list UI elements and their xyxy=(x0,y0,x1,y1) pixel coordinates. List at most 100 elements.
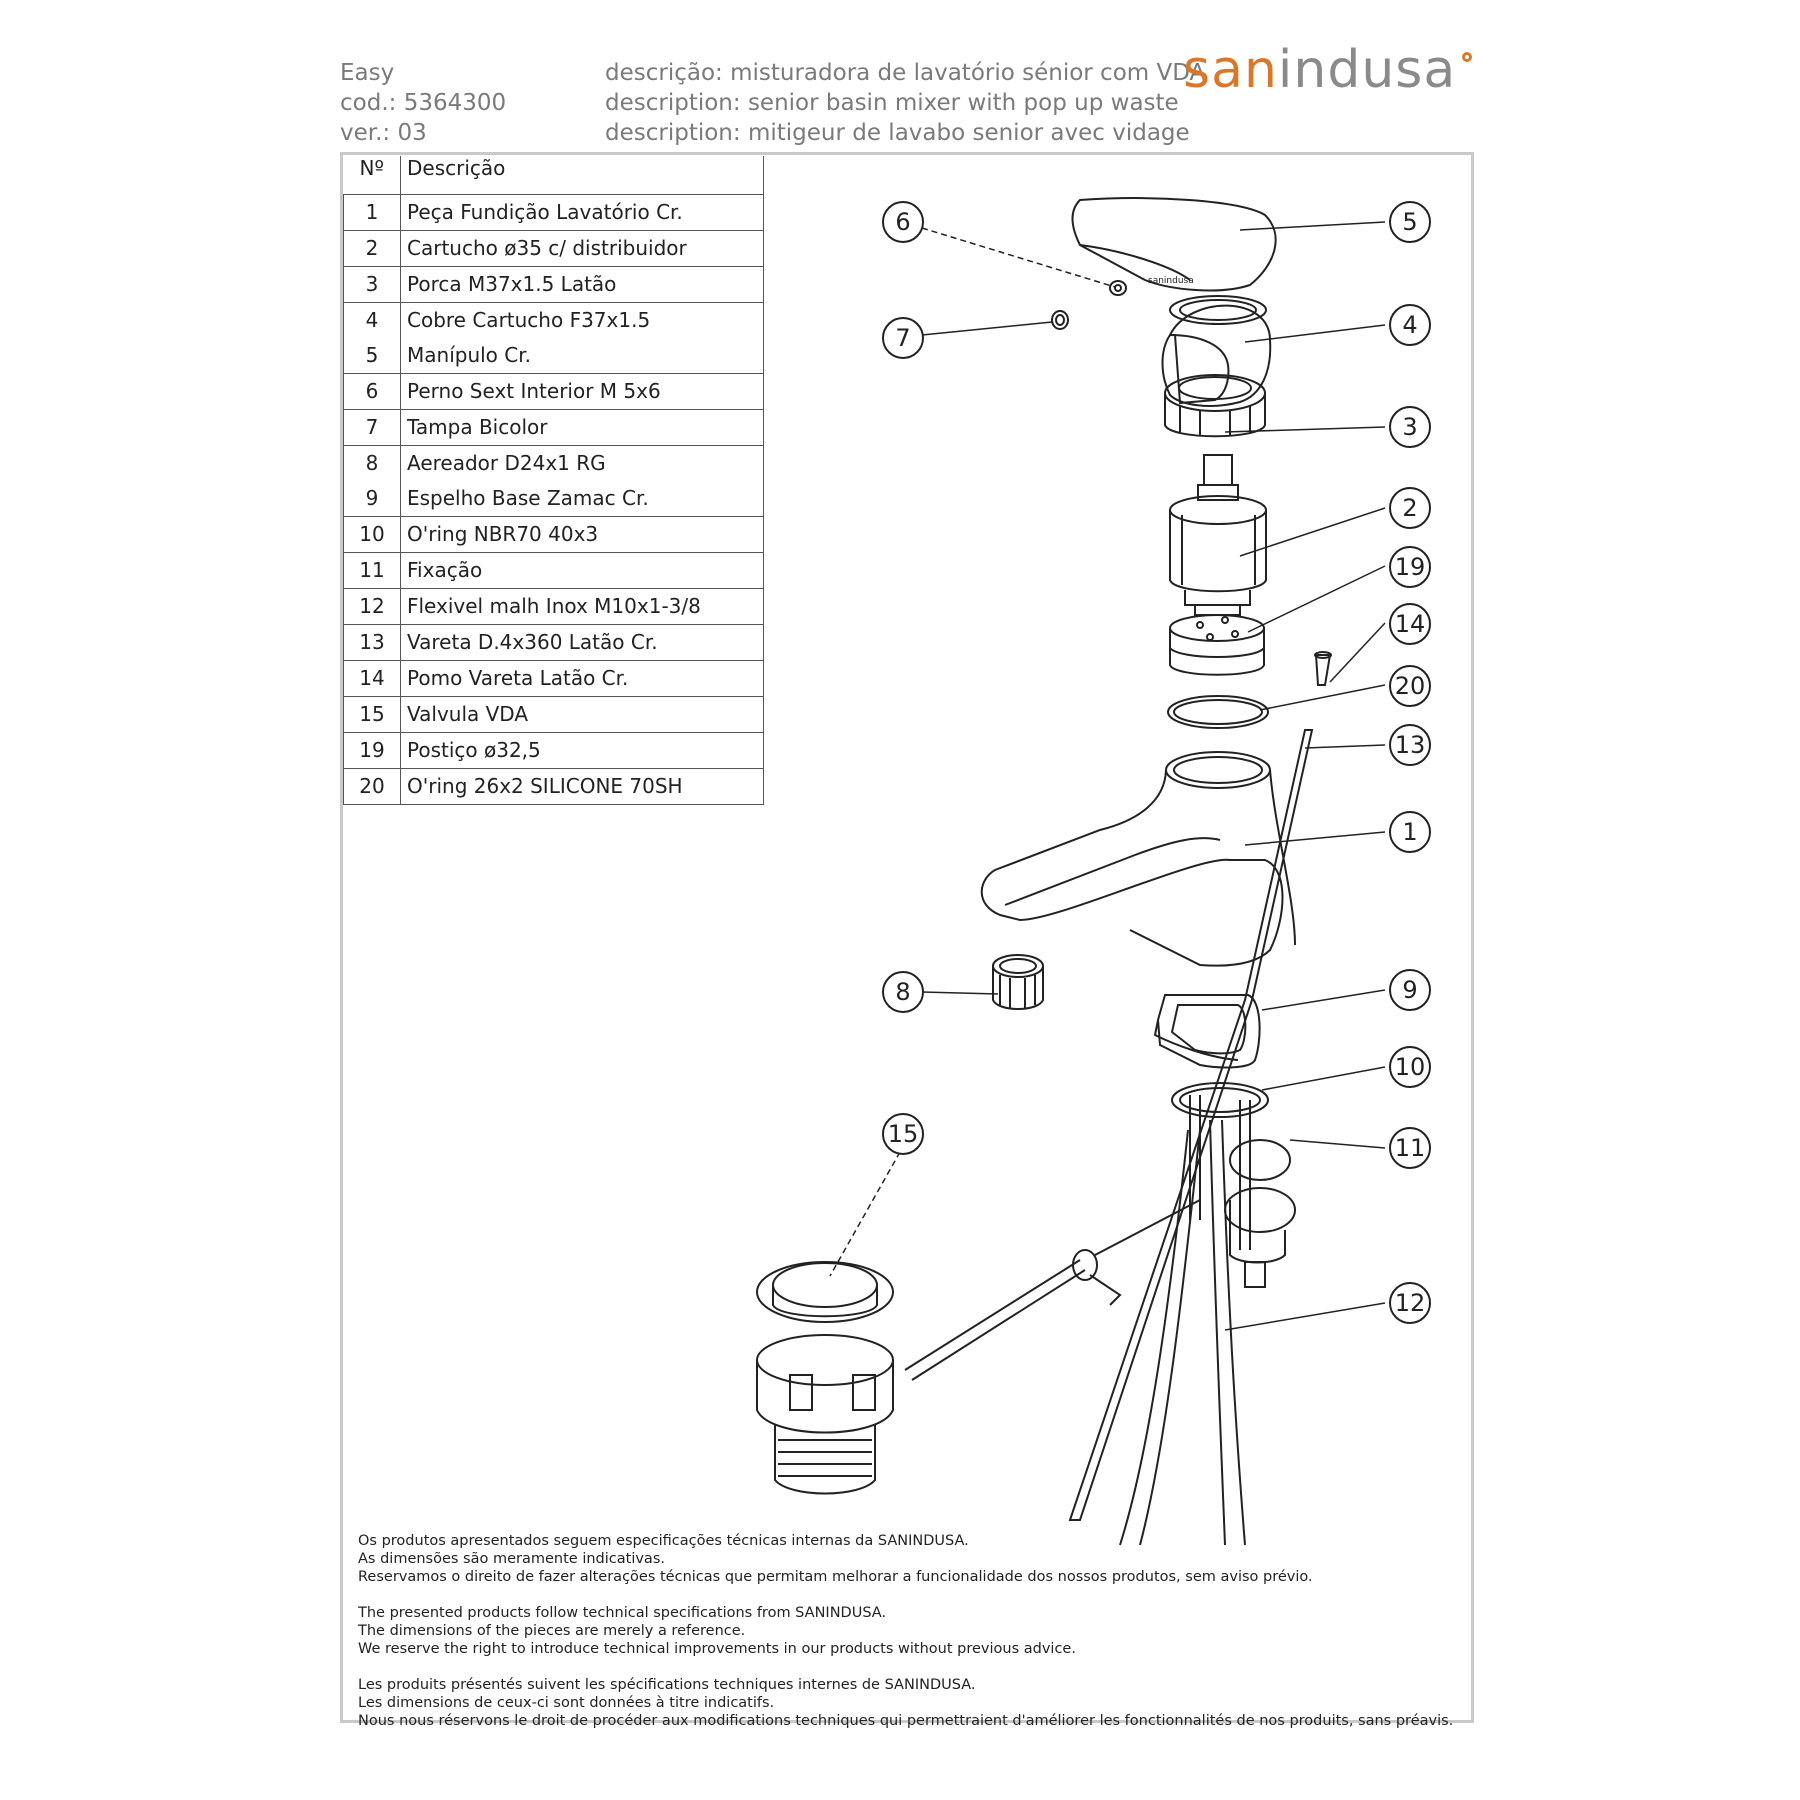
product-code: cod.: 5364300 xyxy=(340,90,507,116)
parts-table-row: 7 Tampa Bicolor xyxy=(343,409,764,446)
part-number: 8 xyxy=(365,451,379,475)
part-number: 7 xyxy=(365,415,379,439)
product-descriptions: descrição: misturadora de lavatório séni… xyxy=(605,58,1205,148)
callout-label: 7 xyxy=(895,324,910,352)
part-description: Vareta D.4x360 Latão Cr. xyxy=(407,630,658,654)
note-fr-3: Nous nous réservons le droit de procéder… xyxy=(358,1713,1454,1729)
parts-table-row: 15 Valvula VDA xyxy=(343,696,764,733)
callout-label: 2 xyxy=(1402,494,1417,522)
cartridge-part xyxy=(1169,454,1267,616)
parts-table-row: 13 Vareta D.4x360 Latão Cr. xyxy=(343,624,764,661)
fixation-part xyxy=(1189,1095,1296,1288)
part-description-cell: Flexivel malh Inox M10x1-3/8 xyxy=(400,588,764,625)
callout-circle xyxy=(1389,546,1431,588)
parts-table-row: 11 Fixação xyxy=(343,552,764,589)
part-number: 1 xyxy=(365,200,379,224)
logo-part-indusa: indusa xyxy=(1277,40,1457,100)
callout-circle xyxy=(882,201,924,243)
callout-circle xyxy=(1389,724,1431,766)
callout-circle xyxy=(882,317,924,359)
callout-label: 10 xyxy=(1395,1053,1426,1081)
aerator-part xyxy=(992,954,1044,1010)
part-number-cell: 6 xyxy=(343,373,401,410)
part-number: 3 xyxy=(365,272,379,296)
callout-label: 4 xyxy=(1402,311,1417,339)
part-number: 4 xyxy=(365,308,379,332)
part-description-cell: Aereador D24x1 RG Espelho Base Zamac Cr. xyxy=(400,445,764,517)
callout-label: 12 xyxy=(1395,1289,1426,1317)
part-number: 20 xyxy=(359,774,385,798)
callout-label: 3 xyxy=(1402,413,1417,441)
part-description-cell: Tampa Bicolor xyxy=(400,409,764,446)
part-description-cell: Perno Sext Interior M 5x6 xyxy=(400,373,764,410)
handle-part: sanindusa xyxy=(1071,197,1277,292)
note-fr-1: Les produits présentés suivent les spéci… xyxy=(358,1677,976,1693)
legal-notes: Os produtos apresentados seguem especifi… xyxy=(358,1514,1453,1748)
callout-circle xyxy=(882,971,924,1013)
part-description-cell: Vareta D.4x360 Latão Cr. xyxy=(400,624,764,661)
part-description: Manípulo Cr. xyxy=(407,343,531,367)
part-description: Flexivel malh Inox M10x1-3/8 xyxy=(407,594,701,618)
note-pt-2: As dimensões são meramente indicativas. xyxy=(358,1551,665,1567)
note-en-1: The presented products follow technical … xyxy=(358,1605,887,1621)
part-description: Porca M37x1.5 Latão xyxy=(407,272,617,296)
callout-circle xyxy=(1389,304,1431,346)
parts-table-row: 3 Porca M37x1.5 Latão xyxy=(343,266,764,303)
part-number-cell: 19 xyxy=(343,732,401,769)
callout-label: 14 xyxy=(1395,610,1426,638)
callout-label: 15 xyxy=(888,1120,919,1148)
part-description: Postiço ø32,5 xyxy=(407,738,541,762)
part-number: 11 xyxy=(359,558,385,582)
part-description-cell: O'ring 26x2 SILICONE 70SH xyxy=(400,768,764,805)
part-number: 9 xyxy=(365,486,379,510)
part-number-cell: 14 xyxy=(343,660,401,697)
part-description: Valvula VDA xyxy=(407,702,529,726)
part-description: Perno Sext Interior M 5x6 xyxy=(407,379,661,403)
note-pt-1: Os produtos apresentados seguem especifi… xyxy=(358,1533,969,1549)
note-pt-3: Reservamos o direito de fazer alterações… xyxy=(358,1569,1313,1585)
callout-circle xyxy=(1389,665,1431,707)
screw-part xyxy=(1109,280,1127,296)
part-description-cell: Postiço ø32,5 xyxy=(400,732,764,769)
column-header-number: Nº xyxy=(343,156,401,195)
parts-table-row: 20 O'ring 26x2 SILICONE 70SH xyxy=(343,768,764,805)
basin-body-part xyxy=(980,751,1296,967)
part-number: 5 xyxy=(365,343,379,367)
oring-10-part xyxy=(1171,1082,1269,1118)
part-description: Peça Fundição Lavatório Cr. xyxy=(407,200,683,224)
callout-circle xyxy=(1389,811,1431,853)
part-description-cell: O'ring NBR70 40x3 xyxy=(400,516,764,553)
part-description-cell: Fixação xyxy=(400,552,764,589)
callout-label: 6 xyxy=(895,208,910,236)
logo-dot-icon xyxy=(1462,52,1473,62)
callout-circle xyxy=(1389,201,1431,243)
distributor-part xyxy=(1169,614,1265,676)
part-description: O'ring 26x2 SILICONE 70SH xyxy=(407,774,683,798)
part-number: 2 xyxy=(365,236,379,260)
callout-label: 5 xyxy=(1402,208,1417,236)
rod-knob-part xyxy=(1314,651,1332,686)
callout-label: 9 xyxy=(1402,976,1417,1004)
lift-rod-part xyxy=(1068,729,1314,1521)
parts-table-header: Nº Descrição xyxy=(343,156,764,195)
part-number: 13 xyxy=(359,630,385,654)
part-description: Aereador D24x1 RG xyxy=(407,451,606,475)
callout-label: 20 xyxy=(1395,672,1426,700)
base-plate-part xyxy=(1153,994,1261,1069)
part-description: Espelho Base Zamac Cr. xyxy=(407,486,649,510)
description-fr: description: mitigeur de lavabo senior a… xyxy=(605,120,1190,146)
product-info: Easy cod.: 5364300 ver.: 03 xyxy=(340,58,506,148)
callout-label: 11 xyxy=(1395,1134,1426,1162)
note-fr-2: Les dimensions de ceux-ci sont données à… xyxy=(358,1695,775,1711)
part-number: 15 xyxy=(359,702,385,726)
callout-label: 19 xyxy=(1395,553,1426,581)
